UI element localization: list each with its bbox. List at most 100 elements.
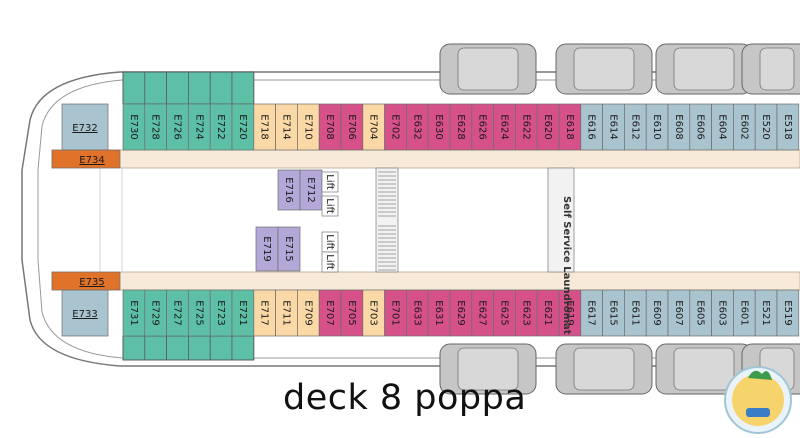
- lift: [321, 195, 339, 217]
- cabin-label: E518: [782, 114, 793, 139]
- cabin-label: E602: [738, 114, 749, 139]
- cabin-label: E521: [760, 300, 771, 325]
- cabin-label: E633: [411, 300, 422, 325]
- cabin-label: E604: [717, 114, 728, 139]
- cabin-label: E724: [193, 114, 204, 139]
- cabin-label: E612: [629, 114, 640, 139]
- cabin-label: E616: [586, 114, 597, 139]
- cabin-label: E710: [302, 114, 313, 139]
- cabin-e734[interactable]: [51, 149, 121, 169]
- cabin-label: E608: [673, 114, 684, 139]
- cabin-label: E717: [259, 300, 270, 325]
- cabin-label: E611: [629, 300, 640, 325]
- lifeboat-canopy: [573, 347, 635, 391]
- balcony: [166, 335, 189, 361]
- cabin-label: E707: [324, 300, 335, 325]
- cabin-label: E721: [237, 300, 248, 325]
- laundromat-label: Self Service Laundromat: [561, 196, 572, 335]
- cabin-label: E627: [477, 300, 488, 325]
- cabin-label: E729: [150, 300, 161, 325]
- laundromat-room: [547, 167, 575, 273]
- cabin-label: E722: [215, 114, 226, 139]
- aft-corridor: [99, 167, 123, 273]
- cabin-label: E734: [79, 155, 104, 166]
- lift-label: Lift: [324, 254, 335, 270]
- cabin-label: E716: [283, 177, 294, 202]
- cabin-label: E714: [281, 114, 292, 139]
- stair-well: [375, 167, 399, 273]
- lifeboat-canopy: [759, 47, 795, 91]
- balcony: [209, 71, 233, 105]
- cabin-label: E631: [433, 300, 444, 325]
- cabin-label: E733: [72, 309, 97, 320]
- cabin-label: E605: [695, 300, 706, 325]
- balcony: [231, 71, 255, 105]
- balcony: [122, 335, 146, 361]
- cabin-label: E709: [302, 300, 313, 325]
- cabin-label: E607: [673, 300, 684, 325]
- cabin-label: E732: [72, 123, 97, 134]
- cabin-label: E731: [128, 300, 139, 325]
- cabin-label: E728: [150, 114, 161, 139]
- cabin-label: E617: [586, 300, 597, 325]
- stairs: [375, 167, 399, 273]
- cabin-e519[interactable]: [776, 289, 800, 337]
- cabin-e735[interactable]: [51, 271, 121, 291]
- cabin-label: E727: [172, 300, 183, 325]
- cabin-label: E725: [193, 300, 204, 325]
- cabin-label: E624: [499, 114, 510, 139]
- lift: [321, 251, 339, 273]
- balcony: [188, 335, 211, 361]
- balcony: [231, 335, 255, 361]
- liveboat-logo: [724, 366, 792, 434]
- deck-caption: deck 8 poppa: [283, 378, 527, 418]
- cabin-label: E712: [305, 177, 316, 202]
- balcony: [144, 335, 167, 361]
- cabin-label: E520: [760, 114, 771, 139]
- lifeboat-canopy: [457, 47, 519, 91]
- cabin-label: E625: [499, 300, 510, 325]
- balcony: [188, 71, 211, 105]
- cabin-label: E726: [172, 114, 183, 139]
- cabin-label: E603: [717, 300, 728, 325]
- bottom-corridor: [51, 271, 800, 291]
- cabin-label: E703: [368, 300, 379, 325]
- lift-label: Lift: [324, 234, 335, 250]
- cabin-label: E606: [695, 114, 706, 139]
- cabin-label: E619: [564, 300, 575, 325]
- balcony: [166, 71, 189, 105]
- cabin-e518[interactable]: [776, 103, 800, 151]
- cabin-label: E715: [283, 236, 294, 261]
- cabin-label: E730: [128, 114, 139, 139]
- cabin-label: E719: [261, 236, 272, 261]
- cabin-e733[interactable]: [61, 289, 109, 337]
- lifeboat-canopy: [673, 347, 735, 391]
- balcony: [144, 71, 167, 105]
- cabin-label: E706: [346, 114, 357, 139]
- cabin-label: E621: [542, 300, 553, 325]
- cabin-label: E620: [542, 114, 553, 139]
- cabin-label: E629: [455, 300, 466, 325]
- cabin-e732[interactable]: [61, 103, 109, 151]
- cabin-label: E704: [368, 114, 379, 139]
- cabin-label: E711: [281, 300, 292, 325]
- hull-inner-outline: [37, 79, 800, 359]
- cabin-label: E618: [564, 114, 575, 139]
- cabin-e715[interactable]: [277, 226, 301, 272]
- cabin-label: E723: [215, 300, 226, 325]
- cabin-label: E614: [608, 114, 619, 139]
- cabin-label: E622: [520, 114, 531, 139]
- lifeboat-canopy: [457, 347, 519, 391]
- cabin-label: E702: [390, 114, 401, 139]
- cabin-label: E623: [520, 300, 531, 325]
- cabin-label: E718: [259, 114, 270, 139]
- cabin-label: E701: [390, 300, 401, 325]
- lifeboat-canopy: [673, 47, 735, 91]
- cabin-label: E630: [433, 114, 444, 139]
- cabin-label: E626: [477, 114, 488, 139]
- cabin-label: E610: [651, 114, 662, 139]
- cabin-label: E705: [346, 300, 357, 325]
- cabin-label: E615: [608, 300, 619, 325]
- cabin-label: E632: [411, 114, 422, 139]
